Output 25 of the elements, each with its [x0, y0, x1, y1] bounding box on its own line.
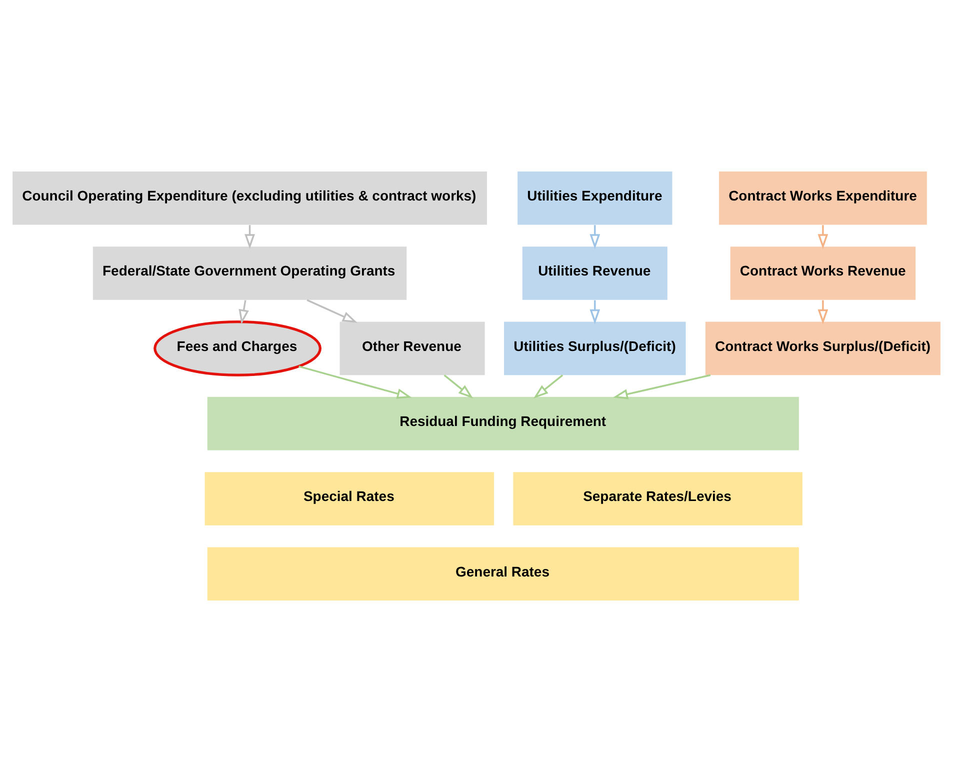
node-box: Contract Works Surplus/(Deficit) — [705, 321, 940, 375]
arrow — [818, 224, 828, 249]
arrow — [818, 300, 828, 324]
node-box: Residual Funding Requirement — [207, 396, 799, 450]
arrow — [298, 365, 412, 398]
node-box: Council Operating Expenditure (excluding utilities & contract works) — [12, 171, 487, 224]
arrow — [306, 298, 358, 322]
node-box: Contract Works Revenue — [730, 246, 916, 300]
arrow — [533, 374, 564, 398]
node-ellipse: Fees and Charges — [154, 320, 322, 376]
node-box: Utilities Surplus/(Deficit) — [504, 321, 686, 375]
node-box: Special Rates — [204, 472, 494, 525]
arrow — [244, 224, 255, 249]
arrow — [590, 224, 600, 249]
node-box: Federal/State Government Operating Grants — [92, 246, 407, 300]
node-box: Utilities Expenditure — [518, 171, 672, 224]
node-box: Separate Rates/Levies — [513, 472, 802, 525]
arrow — [613, 374, 711, 399]
arrow — [444, 374, 474, 398]
arrow — [238, 300, 249, 324]
node-box: Other Revenue — [340, 321, 485, 375]
node-box: Utilities Revenue — [522, 246, 668, 300]
arrow — [590, 300, 600, 324]
node-box: General Rates — [207, 546, 799, 600]
node-box: Contract Works Expenditure — [718, 171, 927, 224]
